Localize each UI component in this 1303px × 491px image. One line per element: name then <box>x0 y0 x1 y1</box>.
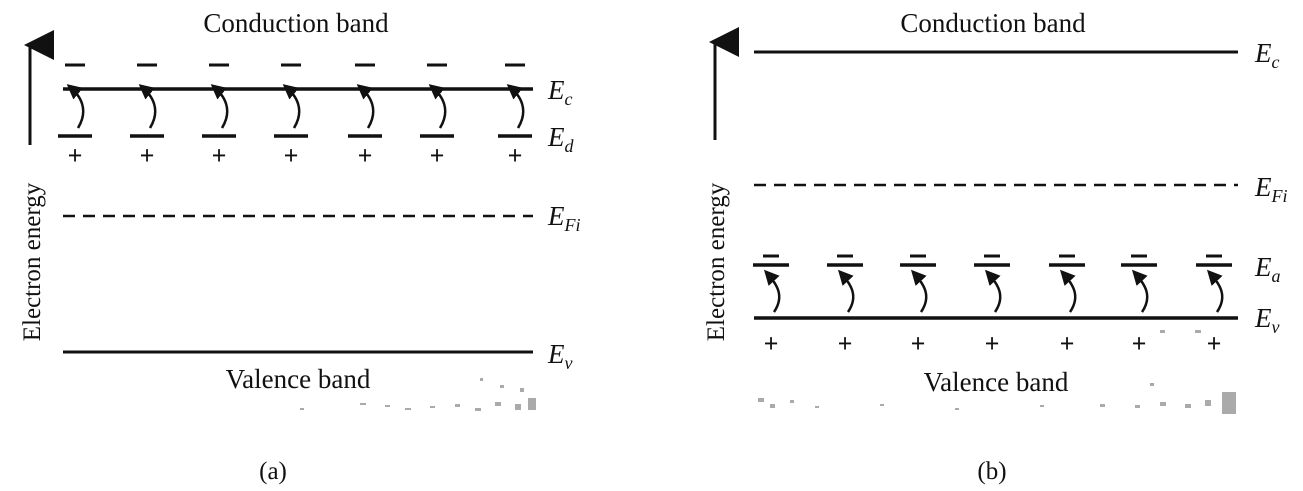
panel-a-excitation-arrow <box>282 84 301 129</box>
panel-b-excitation-arrow <box>984 269 1002 313</box>
panel-a-ionized-donor: + <box>508 141 523 170</box>
panel-a-excitation-arrow <box>210 84 229 129</box>
panel-a-scan-noise <box>300 378 536 411</box>
panel-b-hole: + <box>764 329 779 358</box>
panel-b-excitation-arrow <box>837 269 855 313</box>
panel-b-excitation-arrow <box>910 269 928 313</box>
panel-a-ionized-donor: + <box>358 141 373 170</box>
panel-a-ionized-donor: + <box>68 141 83 170</box>
panel-b-scan-noise <box>758 330 1236 414</box>
panel-b-ec-label: Ec <box>1254 38 1280 72</box>
panel-a-valence-band-label: Valence band <box>226 364 371 394</box>
panel-b-ev-label: Ev <box>1254 303 1280 337</box>
panel-b-title: Conduction band <box>900 8 1086 38</box>
panel-a-donor-sites: + + + + + + + <box>58 63 532 170</box>
panel-b-excitation-arrow <box>763 269 781 313</box>
panel-a-title: Conduction band <box>203 8 389 38</box>
panel-a-ionized-donor: + <box>212 141 227 170</box>
panel-a-ionized-donor: + <box>430 141 445 170</box>
panel-a-ev-label: Ev <box>547 339 573 373</box>
panel-b-hole: + <box>911 329 926 358</box>
panel-a-excitation-arrow <box>506 84 525 129</box>
panel-b-excitation-arrow <box>1131 269 1149 313</box>
panel-b-hole: + <box>838 329 853 358</box>
panel-a-excitation-arrow <box>428 84 447 129</box>
panel-a-excitation-arrow <box>66 84 85 129</box>
panel-a-ec-label: Ec <box>547 75 573 109</box>
panel-b-excitation-arrow <box>1206 269 1224 313</box>
panel-a: Conduction band Electron energy + + + + + ++ … <box>19 8 581 485</box>
panel-a-excitation-arrow <box>356 84 375 129</box>
panel-b-caption: (b) <box>977 458 1006 485</box>
panel-a-caption: (a) <box>259 458 287 485</box>
panel-a-excitation-arrow <box>138 84 157 129</box>
panel-b-acceptor-sites: + + + + + + + <box>753 254 1232 358</box>
panel-b-hole: + <box>1132 329 1147 358</box>
panel-a-axis-label: Electron energy <box>19 182 46 341</box>
panel-b-excitation-arrow <box>1059 269 1077 313</box>
panel-a-efi-label: EFi <box>547 201 581 235</box>
panel-b-ea-label: Ea <box>1254 252 1281 286</box>
panel-b: Conduction band Electron energy + + + + + ++ … <box>703 8 1288 485</box>
panel-a-ed-label: Ed <box>547 122 575 156</box>
panel-b-efi-label: EFi <box>1254 172 1288 206</box>
panel-b-valence-band-label: Valence band <box>924 367 1069 397</box>
panel-b-hole: + <box>985 329 1000 358</box>
panel-a-ionized-donor: + <box>284 141 299 170</box>
panel-b-hole: + <box>1207 329 1222 358</box>
panel-b-axis-label: Electron energy <box>703 182 730 341</box>
panel-a-ionized-donor: + <box>140 141 155 170</box>
panel-b-hole: + <box>1060 329 1075 358</box>
